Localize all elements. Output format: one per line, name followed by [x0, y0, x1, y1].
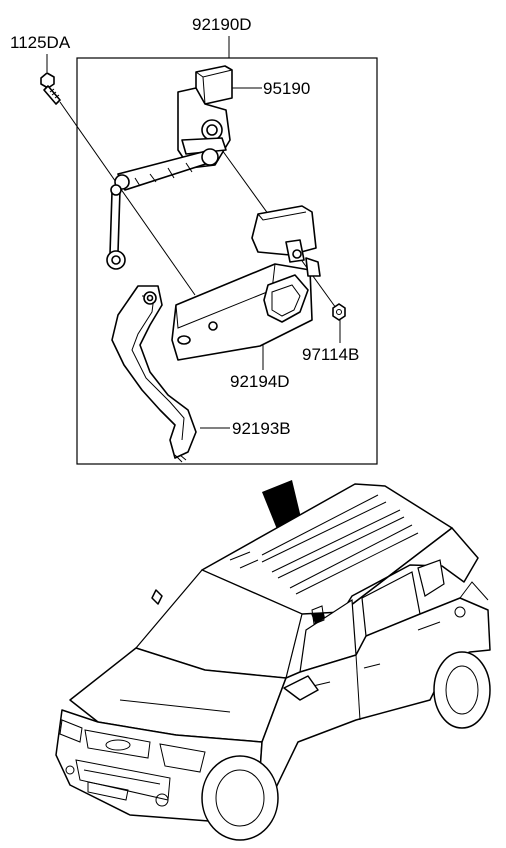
label-92194D[interactable]: 92194D	[230, 372, 290, 391]
label-92190D[interactable]: 92190D	[192, 15, 252, 34]
vehicle-illustration	[55, 483, 491, 841]
label-97114B[interactable]: 97114B	[302, 345, 359, 364]
nut-97114B	[332, 303, 346, 321]
label-1125DA[interactable]: 1125DA	[10, 33, 71, 52]
link-rod	[106, 184, 126, 270]
label-92193B[interactable]: 92193B	[232, 419, 291, 438]
bolt-1125DA	[40, 72, 61, 105]
bracket-92194D	[171, 263, 313, 361]
sensor-arm	[114, 148, 219, 191]
label-95190[interactable]: 95190	[263, 79, 310, 98]
assembly-frame	[76, 57, 378, 465]
alignment-line-bolt	[59, 101, 196, 296]
link-bracket-92193B	[111, 285, 197, 463]
mounting-plate	[251, 205, 321, 277]
